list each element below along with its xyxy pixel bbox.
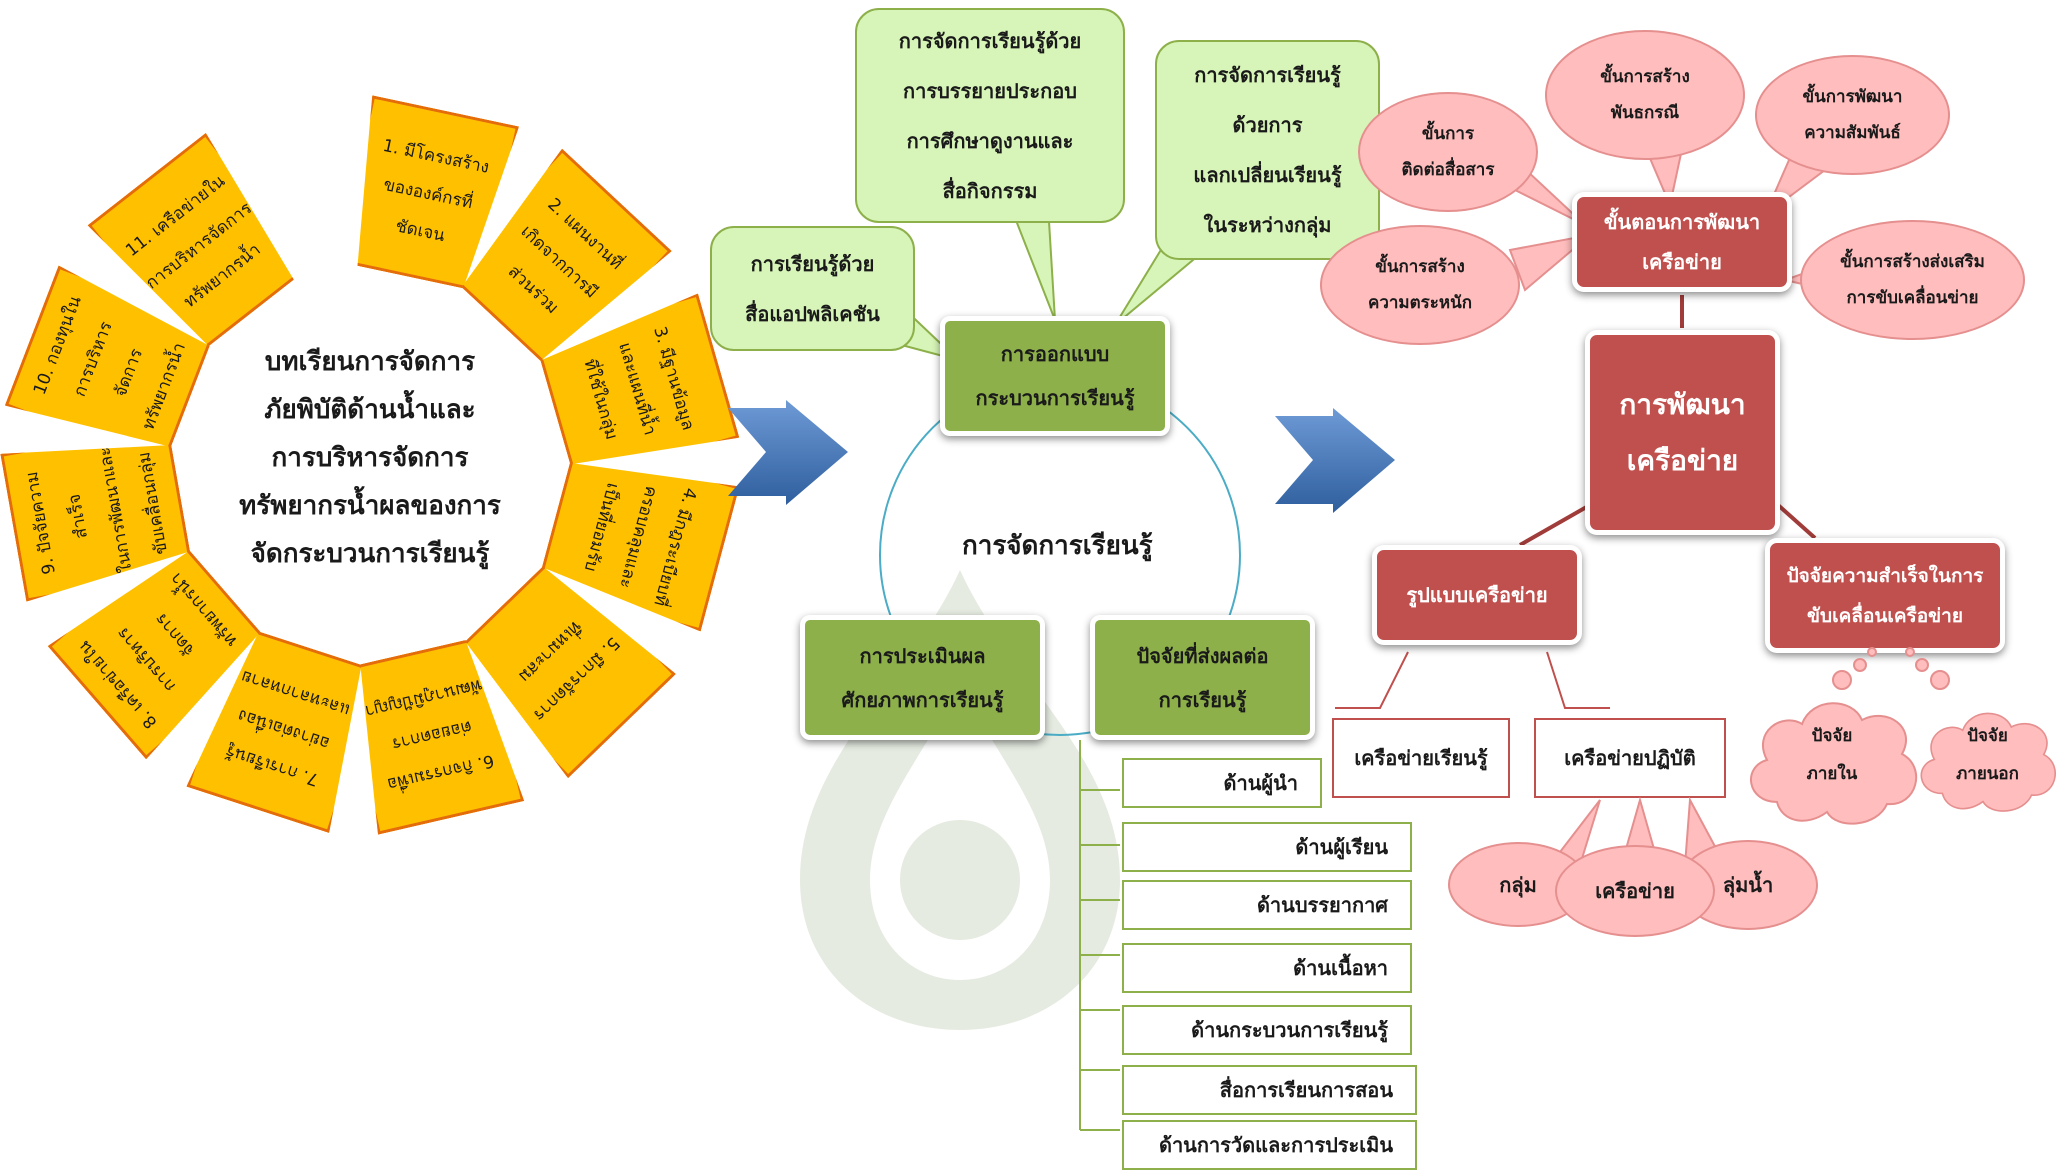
cloud-line: ภายใน [1806,764,1858,784]
factor-item: ด้านกระบวนการเรียนรู้ [1122,1005,1412,1055]
bubble-awareness-step: ขั้นการสร้าง ความตระหนัก [1320,225,1520,345]
box-label: เครือข่ายเรียนรู้ [1354,746,1488,770]
bubble-contact-step: ขั้นการ ติดต่อสื่อสาร [1358,92,1538,212]
callout-lecture-learning: การจัดการเรียนรู้ด้วย การบรรยายประกอบ กา… [855,8,1125,223]
callout-line: สื่อแอปพลิเคชัน [745,301,880,326]
bubble-label: เครือข่าย [1595,879,1675,903]
center-line: บทเรียนการจัดการ [264,347,476,377]
learning-design-box: การออกแบบ กระบวนการเรียนรู้ [940,316,1170,436]
bubble-line: ขั้นการสร้างส่งเสริม [1840,252,1985,272]
callout-line: การจัดการเรียนรู้ [1194,63,1341,87]
box-line: การพัฒนา [1619,387,1746,421]
right-arrow-icon [728,400,848,505]
factor-connector [1079,740,1120,1131]
bubble-line: ขั้นการพัฒนา [1802,87,1903,107]
learning-network-box: เครือข่ายเรียนรู้ [1332,718,1510,798]
callout-line: แลกเปลี่ยนเรียนรู้ [1193,163,1342,187]
cloud-shape [1750,702,1918,825]
bubble-line: ความสัมพันธ์ [1804,123,1901,143]
box-line: ศักยภาพการเรียนรู้ [841,687,1004,712]
right-arrow-icon [1275,408,1395,513]
bubble-promote-step: ขั้นการสร้างส่งเสริม การขับเคลื่อนข่าย [1800,220,2025,340]
factor-item: ด้านเนื้อหา [1122,943,1412,993]
network-connectors [1335,295,1817,709]
box-line: ปัจจัยที่ส่งผลต่อ [1136,643,1269,668]
factor-label: ด้านกระบวนการเรียนรู้ [1191,1018,1388,1042]
factor-label: ด้านบรรยากาศ [1256,893,1388,917]
callout-exchange-learning: การจัดการเรียนรู้ ด้วยการ แลกเปลี่ยนเรีย… [1155,40,1380,260]
callout-line: การจัดการเรียนรู้ด้วย [898,28,1082,53]
network-success-box: ปัจจัยความสำเร็จในการ ขับเคลื่อนเครือข่า… [1765,538,2005,653]
network-steps-box: ขั้นตอนการพัฒนา เครือข่าย [1572,192,1792,292]
bubble-line: การขับเคลื่อนข่าย [1846,288,1979,308]
learning-evaluation-box: การประเมินผล ศักยภาพการเรียนรู้ [800,615,1045,740]
box-line: การเรียนรู้ [1158,687,1247,712]
factor-item: สื่อการเรียนการสอน [1122,1065,1417,1115]
callout-line: การศึกษาดูงานและ [906,128,1074,153]
center-line: ทรัพยากรน้ำผลของการ [239,491,501,521]
factor-label: ด้านผู้นำ [1223,771,1298,795]
network-bubble: เครือข่าย [1555,845,1715,937]
bubble-line: ขั้นการ [1421,124,1475,144]
bubble-line: ติดต่อสื่อสาร [1401,160,1495,180]
callout-line: ด้วยการ [1232,113,1303,137]
thought-dots [1832,647,1950,690]
factor-label: สื่อการเรียนการสอน [1219,1078,1393,1102]
network-development-main: การพัฒนา เครือข่าย [1585,330,1780,535]
factor-item: ด้านการวัดและการประเมิน [1122,1120,1417,1170]
center-line: จัดกระบวนการเรียนรู้ [250,539,490,569]
callout-line: การบรรยายประกอบ [903,78,1077,103]
box-line: การประเมินผล [859,643,986,668]
bubble-line: ความตระหนัก [1367,293,1473,313]
callout-line: ในระหว่างกลุ่ม [1203,213,1332,237]
center-line: การบริหารจัดการ [271,443,469,473]
external-factor-cloud: ปัจจัย ภายนอก [1915,700,2060,810]
bubble-line: พันธกรณี [1610,103,1680,123]
learning-circle-title: การจัดการเรียนรู้ [962,531,1153,561]
box-line: ขั้นตอนการพัฒนา [1603,210,1761,234]
cloud-line: ปัจจัย [1967,726,2008,746]
factor-item: ด้านบรรยากาศ [1122,880,1412,930]
university-seal-watermark [800,570,1120,1030]
bubble-tail [1508,233,1594,292]
practice-network-box: เครือข่ายปฏิบัติ [1534,718,1726,798]
box-label: เครือข่ายปฏิบัติ [1564,746,1696,770]
box-line: กระบวนการเรียนรู้ [975,386,1135,410]
callout-line: การเรียนรู้ด้วย [750,251,875,276]
callout-app-learning: การเรียนรู้ด้วย สื่อแอปพลิเคชัน [710,226,915,351]
factor-item: ด้านผู้เรียน [1122,822,1412,872]
bubble-label: กลุ่ม [1499,872,1537,897]
bubble-line: ขั้นการสร้าง [1600,67,1690,87]
factor-label: ด้านเนื้อหา [1293,956,1388,980]
center-line: ภัยพิบัติด้านน้ำและ [264,395,476,425]
bubble-tail [1547,796,1727,871]
box-line: ขับเคลื่อนเครือข่าย [1807,604,1963,627]
callout-line: สื่อกิจกรรม [942,178,1038,203]
box-line: ปัจจัยความสำเร็จในการ [1786,564,1984,587]
cloud-line: ปัจจัย [1811,726,1853,746]
bubble-label: ลุ่มน้ำ [1722,873,1774,897]
bubble-line: ขั้นการสร้าง [1375,257,1465,277]
cloud-shape [1920,712,2056,812]
factor-item: ด้านผู้นำ [1122,758,1322,808]
bubble-alliance-step: ขั้นการสร้าง พันธกรณี [1545,30,1745,160]
bubble-relation-step: ขั้นการพัฒนา ความสัมพันธ์ [1755,55,1950,175]
cloud-line: ภายนอก [1956,764,2019,784]
factor-label: ด้านการวัดและการประเมิน [1158,1133,1393,1157]
learning-factor-box: ปัจจัยที่ส่งผลต่อ การเรียนรู้ [1090,615,1315,740]
factor-label: ด้านผู้เรียน [1295,835,1388,859]
ring-center-title: บทเรียนการจัดการ ภัยพิบัติด้านน้ำและ การ… [225,338,515,578]
network-model-box: รูปแบบเครือข่าย [1372,545,1582,645]
internal-factor-cloud: ปัจจัย ภายใน [1747,700,1917,810]
box-line: รูปแบบเครือข่าย [1406,583,1548,607]
box-line: การออกแบบ [1000,342,1110,366]
box-line: เครือข่าย [1642,250,1722,274]
box-line: เครือข่าย [1626,443,1739,477]
